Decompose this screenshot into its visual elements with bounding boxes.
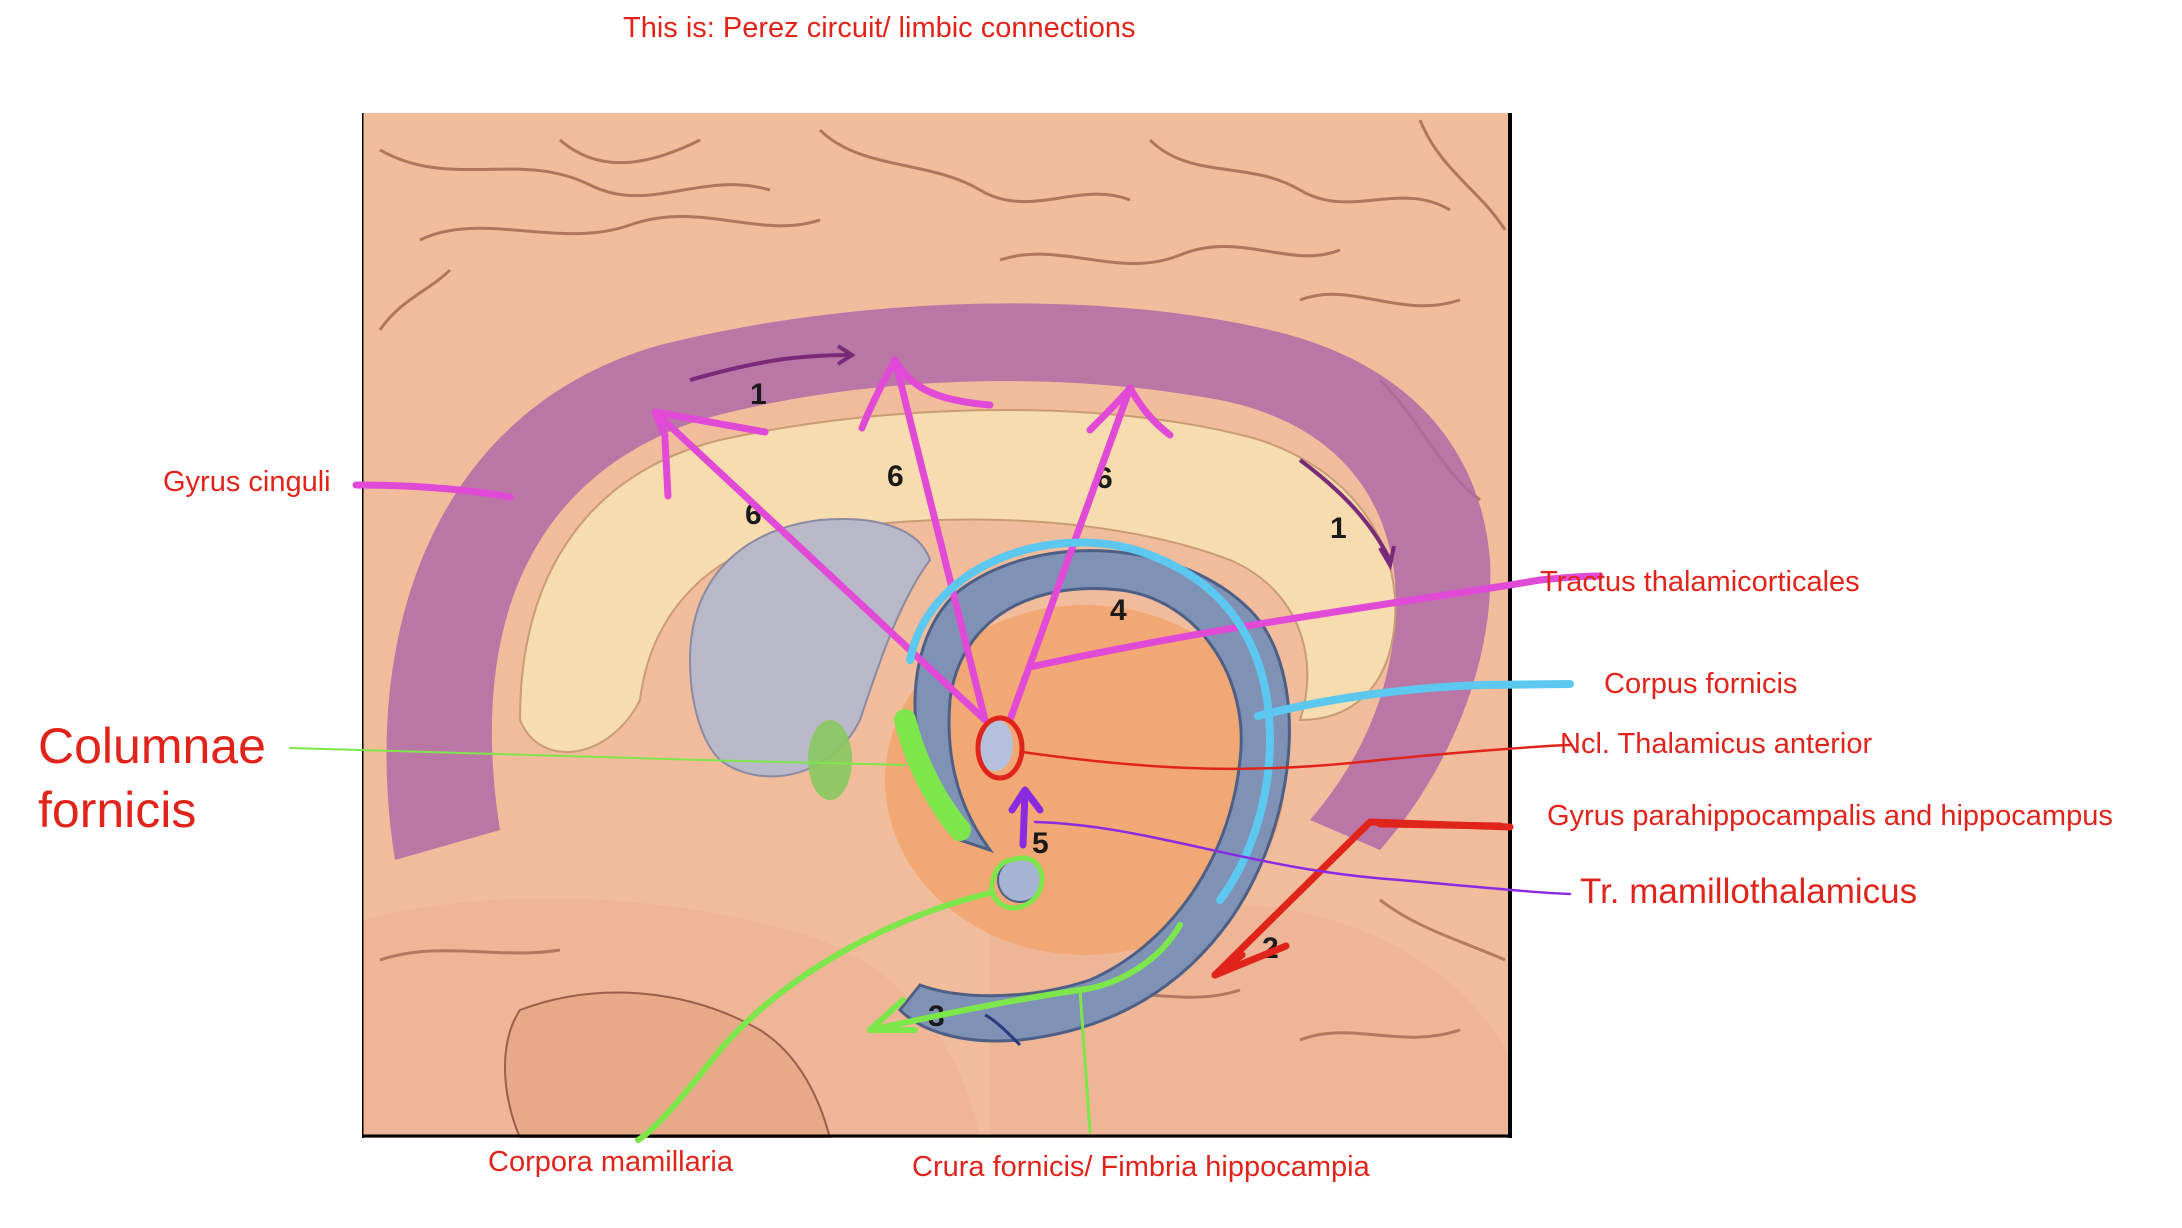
- thalamus: [885, 605, 1285, 955]
- figure-number: 1: [750, 378, 767, 411]
- anterior-thalamic-nucleus: [977, 719, 1013, 771]
- cingulate-gyrus-band: [386, 303, 1491, 860]
- label-gyrus-parahippocampalis: Gyrus parahippocampalis and hippocampus: [1547, 800, 2113, 832]
- label-tr-mamillothalamicus: Tr. mamillothalamicus: [1580, 872, 1918, 911]
- brain-illustration: [362, 113, 1512, 1138]
- label-corpora-mamillaria: Corpora mamillaria: [488, 1146, 733, 1178]
- label-tractus-thalamocorticales: Tractus thalamicorticales: [1540, 566, 1860, 598]
- figure-number: 1: [1330, 512, 1347, 545]
- parahippocampal-annotation: [975, 715, 1572, 979]
- figure-number: 4: [1110, 594, 1127, 627]
- thalamocortical-annotation: [352, 356, 1604, 724]
- label-ncl-thalamicus-anterior: Ncl. Thalamicus anterior: [1560, 728, 1873, 760]
- figure-direction-arrows: [689, 344, 1396, 571]
- page-title: This is: Perez circuit/ limbic connectio…: [623, 12, 1136, 44]
- label-gyrus-cinguli: Gyrus cinguli: [163, 466, 331, 498]
- mamillary-annotation: [289, 709, 1183, 1143]
- fornix-trace: [906, 538, 1574, 904]
- label-corpus-fornicis: Corpus fornicis: [1604, 668, 1798, 700]
- corpus-callosum: [518, 409, 1397, 754]
- label-crura-fornicis: Crura fornicis/ Fimbria hippocampia: [912, 1151, 1370, 1183]
- figure-number: 6: [887, 460, 904, 493]
- mamillothalamic-annotation: [1008, 786, 1572, 896]
- figure-number: 5: [1032, 827, 1049, 860]
- label-columnae-fornicis: Columnae fornicis: [38, 718, 266, 838]
